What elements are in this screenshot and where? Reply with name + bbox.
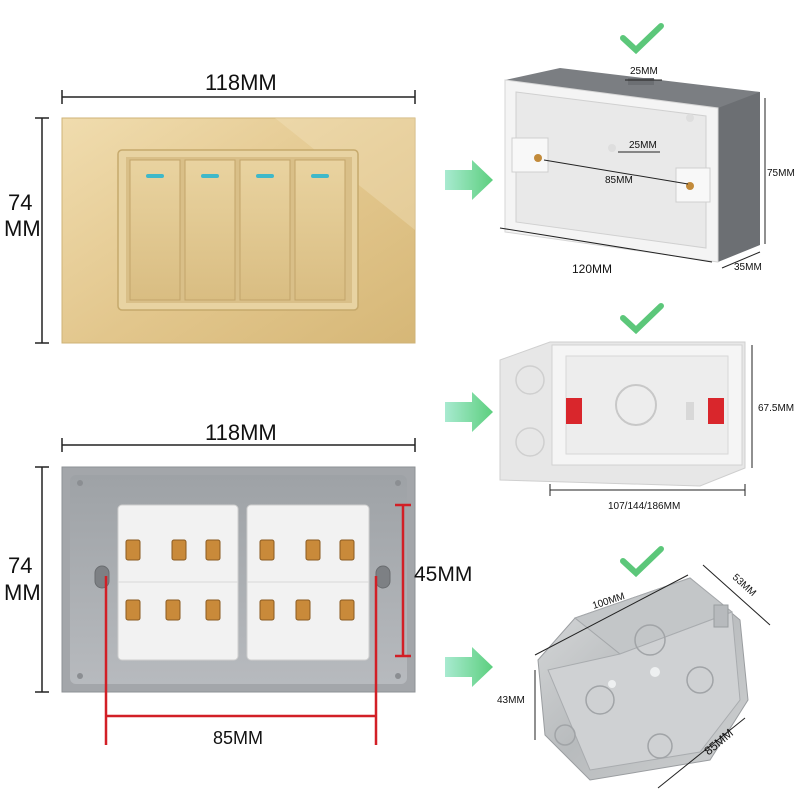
box2-length-label: 107/144/186MM: [608, 501, 681, 512]
rocker-key-1: [129, 159, 181, 301]
top-height-label-unit: MM: [4, 216, 41, 241]
checkmark-icon: [620, 546, 664, 578]
inner-dimension-lines: [104, 503, 411, 745]
box3-height-label: 43MM: [497, 695, 525, 706]
switch-backplate: [61, 466, 416, 693]
rocker-key-2: [184, 159, 236, 301]
box1-depth-label: 35MM: [734, 262, 762, 273]
box2-dimension-lines: [549, 345, 753, 496]
bottom-width-label: 118MM: [205, 420, 277, 445]
inner-width-label: 85MM: [213, 728, 264, 748]
box3-dimension-lines: [534, 564, 771, 789]
arrow-right-icon: [445, 392, 493, 432]
box1-top-slot-label: 25MM: [630, 66, 658, 77]
box1-inner-span-label: 85MM: [605, 175, 633, 186]
box1-height-label: 75MM: [767, 168, 795, 179]
metal-box: [537, 577, 749, 781]
flush-box-white: [499, 341, 746, 487]
top-height-label-number: 74: [8, 190, 33, 215]
top-width-dimension: [61, 90, 416, 104]
box2-height-label: 67.5MM: [758, 403, 795, 414]
box1-dimension-lines: [499, 79, 766, 269]
bottom-height-label-unit: MM: [4, 580, 41, 605]
rocker-key-3: [239, 159, 291, 301]
gold-switch-plate: [61, 117, 416, 344]
box1-length-label: 120MM: [572, 262, 613, 276]
box1-inner-slot-label: 25MM: [629, 140, 657, 151]
arrow-right-icon: [445, 647, 493, 687]
inner-height-label: 45MM: [414, 563, 473, 586]
bottom-height-label-number: 74: [8, 553, 33, 578]
checkmark-icon: [620, 23, 664, 55]
terminal-block-left: [117, 504, 239, 661]
bottom-height-dimension: [35, 466, 49, 693]
terminal-block-right: [246, 504, 370, 661]
surface-box-120: [504, 68, 760, 263]
top-width-label: 118MM: [205, 70, 277, 95]
arrow-right-icon: [445, 160, 493, 200]
top-height-dimension: [35, 117, 49, 344]
bottom-width-dimension: [61, 438, 416, 452]
checkmark-icon: [620, 303, 664, 335]
rocker-key-4: [294, 159, 346, 301]
